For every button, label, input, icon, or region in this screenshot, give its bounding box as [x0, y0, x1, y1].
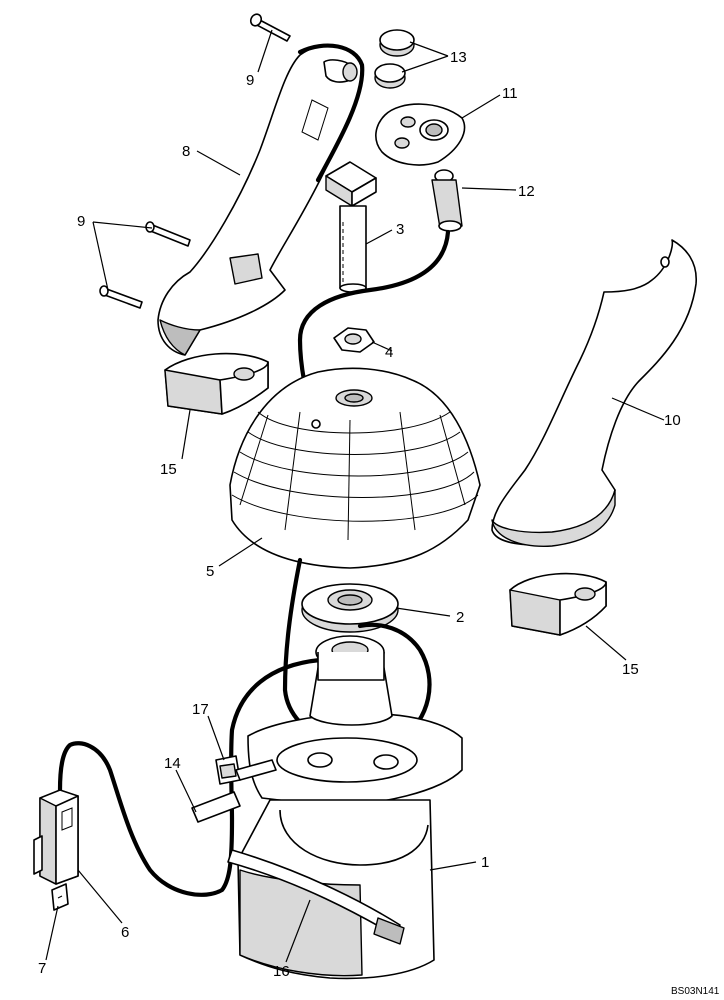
leader-lines	[45, 29, 665, 963]
pin-part-3	[325, 161, 377, 293]
block-part-15-upper	[164, 352, 269, 415]
clip-part-7	[51, 883, 69, 911]
base-assembly-part-1	[227, 635, 463, 980]
block-part-15-lower	[509, 572, 607, 636]
nut-part-4	[333, 327, 375, 353]
switch-part-12	[431, 169, 463, 232]
handle-shell-part-8	[157, 43, 365, 356]
callout-12: 12	[518, 183, 535, 200]
callout-15-upper: 15	[160, 461, 177, 478]
callout-15-lower: 15	[622, 661, 639, 678]
callout-14: 14	[164, 755, 181, 772]
plate-part-11	[375, 103, 466, 166]
grip-part-10	[491, 239, 697, 547]
callout-4: 4	[385, 344, 393, 361]
callout-17: 17	[192, 701, 209, 718]
drawing-code: BS03N141	[671, 986, 720, 997]
plug-part-6	[33, 789, 79, 885]
screw-part-9-top	[249, 13, 291, 42]
callout-5: 5	[206, 563, 214, 580]
callout-8: 8	[182, 143, 190, 160]
washer-part-2	[301, 583, 399, 633]
callout-16: 16	[273, 963, 290, 980]
callout-10: 10	[664, 412, 681, 429]
clip-part-14	[191, 759, 277, 823]
callout-2: 2	[456, 609, 464, 626]
callout-3: 3	[396, 221, 404, 238]
cap-part-13	[374, 29, 415, 89]
callout-7: 7	[38, 960, 46, 977]
callout-1: 1	[481, 854, 489, 871]
boot-part-5	[229, 367, 481, 569]
callout-9-top: 9	[246, 72, 254, 89]
callout-6: 6	[121, 924, 129, 941]
callout-11: 11	[502, 85, 518, 102]
callout-9-side: 9	[77, 213, 85, 230]
callout-13: 13	[450, 49, 467, 66]
harness-cable	[57, 657, 323, 897]
